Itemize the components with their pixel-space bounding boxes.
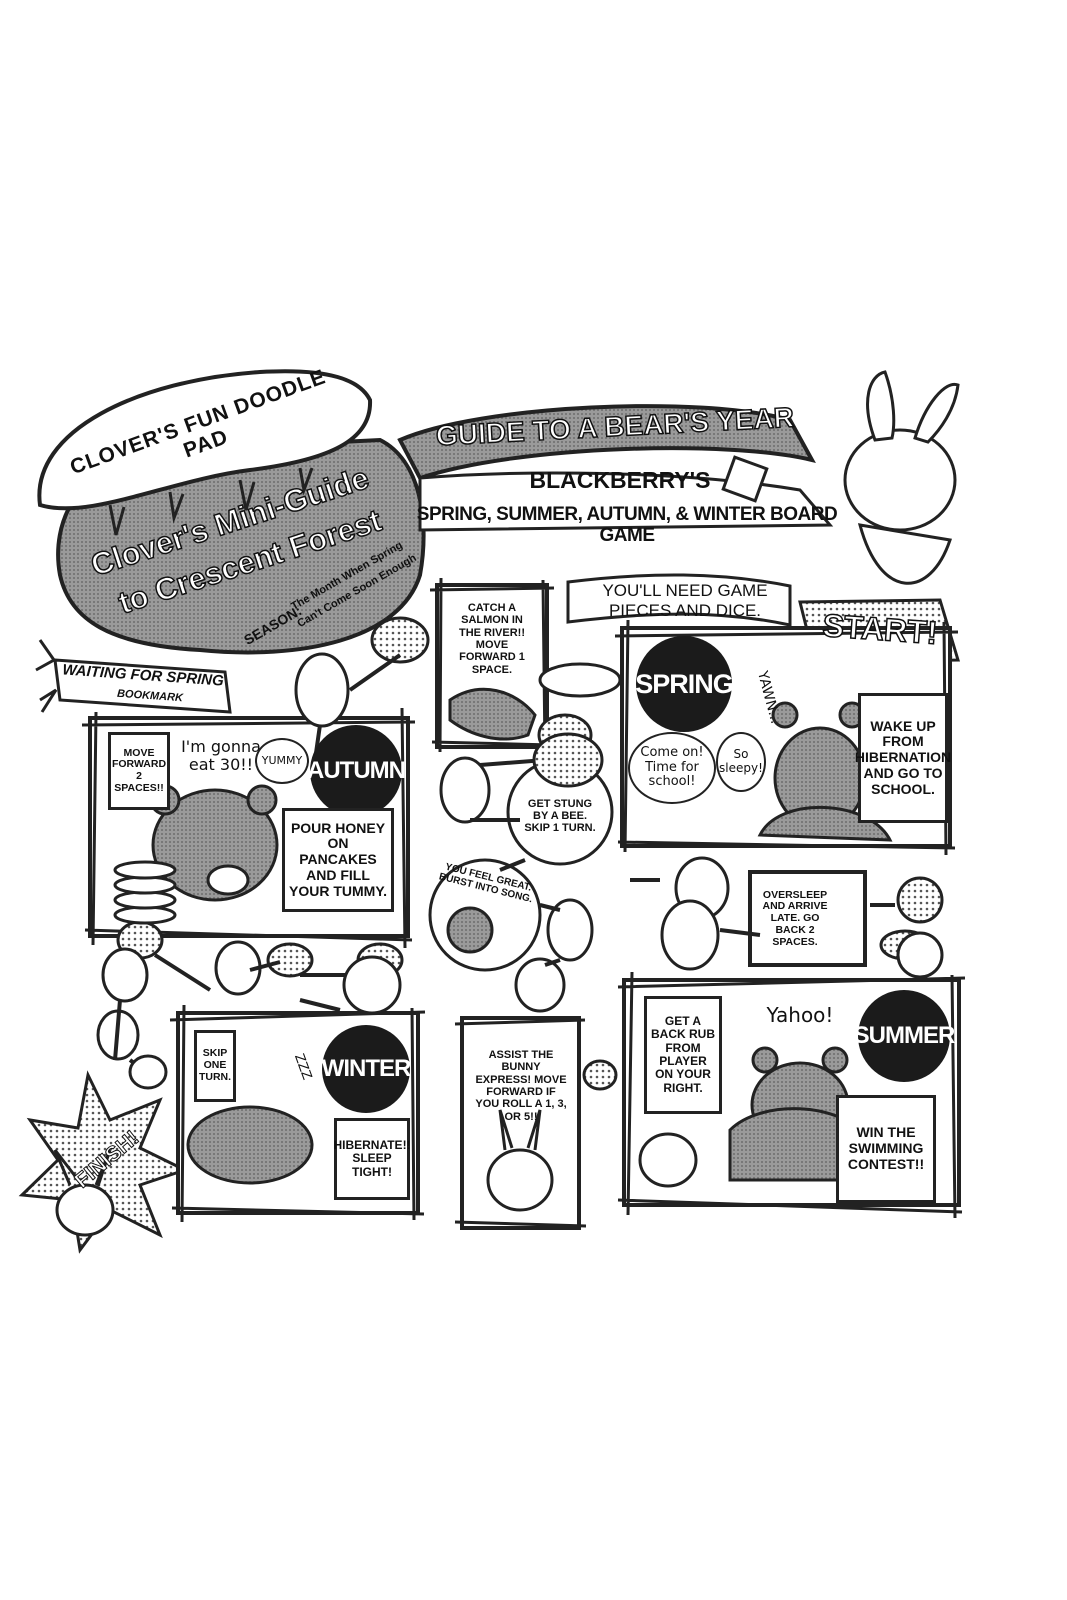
autumn-instruction: POUR HONEY ON PANCAKES AND FILL YOUR TUM…	[282, 808, 394, 912]
need-line2: PIECES AND DICE.	[608, 601, 762, 620]
spring-instruction: WAKE UP FROM HIBERNATION AND GO TO SCHOO…	[855, 693, 951, 823]
spring-bubble-sleepy: So sleepy!	[716, 732, 766, 792]
game-owner: BLACKBERRY'S	[529, 467, 711, 493]
bee-instruction: GET STUNG BY A BEE. SKIP 1 TURN.	[524, 797, 596, 835]
doodle-pad-lid	[37, 369, 373, 511]
summer-back-rub: GET A BACK RUB FROM PLAYER ON YOUR RIGHT…	[644, 996, 722, 1114]
summer-season-label: SUMMER	[854, 990, 955, 1082]
need-line1: YOU'LL NEED GAME	[602, 581, 768, 600]
autumn-speech: I'm gonna eat 30!!	[181, 737, 261, 774]
winter-season-label: WINTER	[322, 1025, 411, 1113]
title-banner-ribbon	[397, 404, 816, 481]
spring-bubble-come-on: Come on! Time for school!	[628, 732, 716, 804]
winter-instruction: HIBERNATE!! SLEEP TIGHT!	[333, 1118, 411, 1200]
summer-instruction: WIN THE SWIMMING CONTEST!!	[836, 1095, 936, 1203]
oversleep-panel-frame	[748, 870, 867, 967]
autumn-season-label: AUTUMN	[307, 725, 406, 817]
bunny-instruction: ASSIST THE BUNNY EXPRESS! MOVE FORWARD I…	[475, 1049, 567, 1123]
spring-season-label: SPRING	[635, 636, 734, 732]
autumn-yummy: YUMMY	[255, 738, 309, 784]
salmon-instruction: CATCH A SALMON IN THE RIVER!! MOVE FORWA…	[459, 602, 525, 676]
bookmark-ribbon	[53, 658, 232, 714]
winter-skip: SKIP ONE TURN.	[194, 1030, 236, 1102]
autumn-move: MOVE FORWARD 2 SPACES!!	[108, 732, 170, 810]
game-name: SPRING, SUMMER, AUTUMN, & WINTER BOARD G…	[416, 504, 838, 546]
oversleep-instruction: OVERSLEEP AND ARRIVE LATE. GO BACK 2 SPA…	[762, 888, 828, 948]
summer-yahoo: Yahoo!	[766, 1003, 834, 1027]
